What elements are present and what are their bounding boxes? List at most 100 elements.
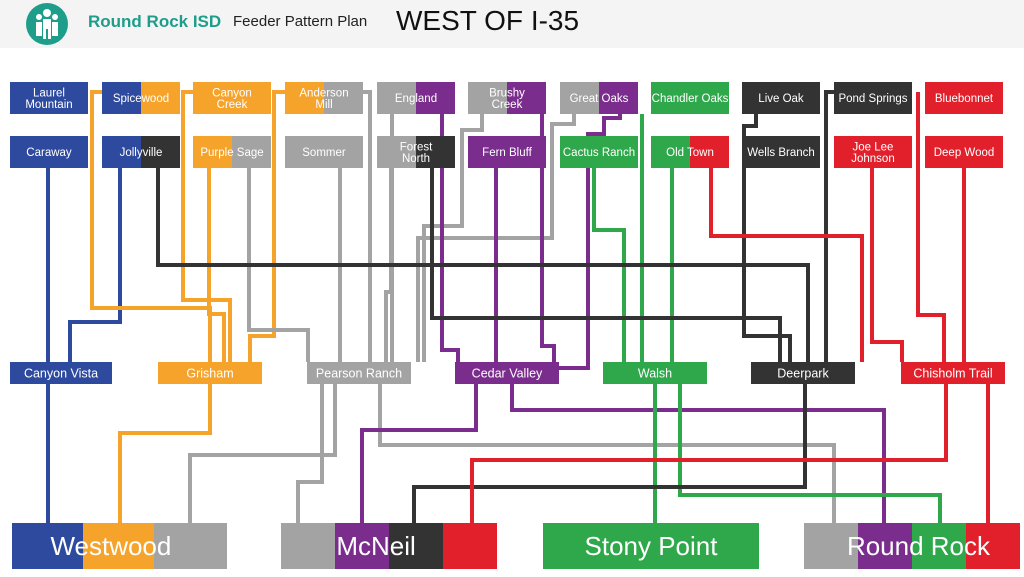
middle-school-deerpark[interactable]: Deerpark <box>751 362 855 384</box>
page-title: WEST OF I-35 <box>396 5 580 36</box>
elementary-school-bluebonnet[interactable]: Bluebonnet <box>925 82 1003 114</box>
box-fill-segment <box>10 136 88 168</box>
elementary-school-label: Purple Sage <box>200 147 263 159</box>
box-fill-segment <box>468 136 546 168</box>
feeder-line <box>422 114 484 362</box>
feeder-line <box>296 384 324 523</box>
elementary-school-sommer[interactable]: Sommer <box>285 136 363 168</box>
box-fill-segment <box>154 523 227 569</box>
box-fill-segment <box>599 82 638 114</box>
elementary-school-spicewood[interactable]: Spicewood <box>102 82 180 114</box>
box-fill <box>10 362 112 384</box>
elementary-school-label: Canyon <box>212 87 252 99</box>
box-fill-segment <box>560 82 599 114</box>
middle-school-chisholm[interactable]: Chisholm Trail <box>901 362 1005 384</box>
feeder-line <box>248 90 298 362</box>
elementary-school-jollyville[interactable]: Jollyville <box>102 136 180 168</box>
header-bar: Round Rock ISD Feeder Pattern Plan WEST … <box>0 0 1024 48</box>
elementary-school-liveoak[interactable]: Live Oak <box>742 82 820 114</box>
middle-school-label: Pearson Ranch <box>316 367 402 381</box>
feeder-line <box>181 90 232 362</box>
box-fill-segment <box>690 136 729 168</box>
elementary-school-label: Fern Bluff <box>482 147 532 159</box>
box-fill-segment <box>324 82 363 114</box>
elementary-school-label: Creek <box>217 99 248 111</box>
box-fill <box>603 362 707 384</box>
middle-school-grisham[interactable]: Grisham <box>158 362 262 384</box>
box-fill <box>751 362 855 384</box>
elementary-school-label: Sommer <box>302 147 346 159</box>
feeder-line <box>870 168 904 362</box>
box-fill-segment <box>416 136 455 168</box>
box-fill-segment <box>804 523 858 569</box>
box-fill-segment <box>83 523 154 569</box>
box-fill-segment <box>10 82 88 114</box>
high-school-label: McNeil <box>336 531 415 561</box>
elementary-school-label: Old Town <box>666 147 714 159</box>
box-fill-segment <box>443 523 497 569</box>
high-school-mcneil[interactable]: McNeil <box>281 523 497 569</box>
elementary-school-greatoaks[interactable]: Great Oaks <box>560 82 638 114</box>
elementary-school-wellsbranch[interactable]: Wells Branch <box>742 136 820 168</box>
box-fill-segment <box>416 82 455 114</box>
feeder-line <box>678 384 942 523</box>
middle-school-label: Deerpark <box>777 367 829 381</box>
feeder-line <box>742 114 792 362</box>
middle-school-cedarvalley[interactable]: Cedar Valley <box>455 362 559 384</box>
feeder-line <box>824 90 848 362</box>
brand-name: Round Rock ISD <box>88 12 222 31</box>
elementary-school-label: Cactus Ranch <box>563 147 635 159</box>
box-fill-segment <box>102 136 141 168</box>
high-school-roundrock[interactable]: Round Rock <box>804 523 1020 569</box>
box-fill <box>901 362 1005 384</box>
box-fill-segment <box>834 82 912 114</box>
elementary-school-label: Caraway <box>26 147 72 159</box>
elementary-school-caraway[interactable]: Caraway <box>10 136 88 168</box>
elementary-school-label: Bluebonnet <box>935 93 994 105</box>
box-fill-segment <box>742 82 820 114</box>
elementary-school-fernbluff[interactable]: Fern Bluff <box>468 136 546 168</box>
box-fill-segment <box>193 136 232 168</box>
elementary-school-oldtown[interactable]: Old Town <box>651 136 729 168</box>
middle-school-walsh[interactable]: Walsh <box>603 362 707 384</box>
box-fill-segment <box>12 523 83 569</box>
elementary-school-purplesage[interactable]: Purple Sage <box>193 136 271 168</box>
box-fill-segment <box>102 82 141 114</box>
elementary-school-england[interactable]: England <box>377 82 455 114</box>
feeder-line <box>247 168 310 362</box>
feeder-line <box>416 114 576 362</box>
high-school-label: Round Rock <box>847 531 991 561</box>
feeder-line <box>188 384 337 523</box>
middle-school-label: Chisholm Trail <box>913 367 992 381</box>
feeder-line <box>156 168 810 362</box>
box-fill-segment <box>912 523 966 569</box>
elementary-school-label: Mountain <box>25 99 72 111</box>
family-icon <box>26 3 68 45</box>
brand-subtitle: Feeder Pattern Plan <box>233 13 368 30</box>
high-school-stonypoint[interactable]: Stony Point <box>543 523 759 569</box>
box-fill-segment <box>507 82 546 114</box>
box-fill <box>455 362 559 384</box>
box-fill-segment <box>543 523 759 569</box>
elementary-school-deepwood[interactable]: Deep Wood <box>925 136 1003 168</box>
elementary-school-label: Creek <box>492 99 523 111</box>
box-fill-segment <box>925 82 1003 114</box>
elementary-school-label: Live Oak <box>758 93 804 105</box>
elementary-school-label: Brushy <box>489 87 525 99</box>
box-fill-segment <box>377 136 416 168</box>
middle-school-canyonvista[interactable]: Canyon Vista <box>10 362 112 384</box>
elementary-school-cactus[interactable]: Cactus Ranch <box>560 136 638 168</box>
high-school-westwood[interactable]: Westwood <box>12 523 227 569</box>
elementary-school-pondsprings[interactable]: Pond Springs <box>834 82 912 114</box>
feeder-line <box>90 90 212 362</box>
elementary-school-label: Pond Springs <box>838 93 907 105</box>
elementary-school-chandler[interactable]: Chandler Oaks <box>651 82 729 114</box>
middle-school-pearson[interactable]: Pearson Ranch <box>307 362 411 384</box>
